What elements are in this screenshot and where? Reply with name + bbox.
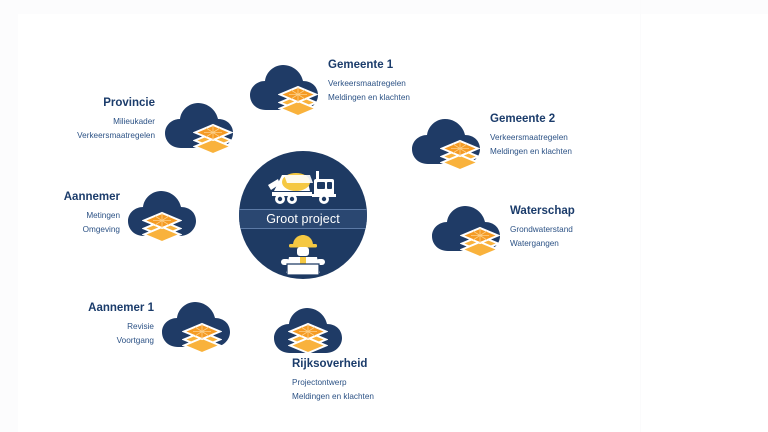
cloud-data-stack-icon — [126, 188, 198, 244]
node-gemeente-1-labels: Gemeente 1 Verkeersmaatregelen Meldingen… — [328, 58, 438, 104]
construction-worker-icon — [281, 235, 325, 276]
node-item: Meldingen en klachten — [490, 146, 572, 156]
cloud-data-stack-icon — [272, 305, 344, 357]
background-guide — [640, 0, 641, 432]
data-stack-icon — [193, 123, 233, 156]
node-title: Waterschap — [510, 205, 575, 217]
node-aannemer-1-labels: Aannemer 1 Revisie Voortgang — [62, 301, 154, 347]
node-item: Projectontwerp — [292, 378, 347, 387]
node-item: Voortgang — [116, 335, 154, 345]
node-title: Aannemer 1 — [88, 302, 154, 314]
node-item: Verkeersmaatregelen — [77, 130, 155, 140]
node-title: Provincie — [103, 97, 155, 109]
cloud-data-stack-icon — [430, 203, 502, 259]
node-aannemer-labels: Aannemer Metingen Omgeving — [28, 190, 120, 236]
node-item: Milieukader — [113, 117, 155, 126]
node-title: Gemeente 2 — [490, 113, 556, 125]
data-stack-icon — [288, 322, 328, 355]
node-item: Watergangen — [510, 238, 559, 248]
node-item: Metingen — [86, 211, 120, 220]
cement-mixer-truck-icon — [268, 171, 336, 204]
node-item: Verkeersmaatregelen — [490, 133, 568, 142]
node-title: Rijksoverheid — [292, 358, 368, 370]
data-stack-icon — [278, 85, 318, 118]
node-item: Verkeersmaatregelen — [328, 79, 406, 88]
data-stack-icon — [182, 322, 222, 355]
node-title: Gemeente 1 — [328, 59, 394, 71]
node-item: Meldingen en klachten — [292, 391, 374, 401]
hub-band-top-line — [239, 209, 367, 210]
data-stack-icon — [440, 139, 480, 172]
node-item: Meldingen en klachten — [328, 92, 410, 102]
cloud-data-stack-icon — [160, 299, 232, 355]
data-stack-icon — [460, 226, 500, 259]
node-item: Revisie — [127, 322, 154, 331]
background-guide — [0, 0, 768, 14]
node-provincie-labels: Provincie Milieukader Verkeersmaatregele… — [55, 96, 155, 142]
cloud-data-stack-icon — [410, 116, 482, 172]
data-stack-icon — [142, 211, 182, 244]
node-item: Grondwaterstand — [510, 225, 573, 234]
node-waterschap-labels: Waterschap Grondwaterstand Watergangen — [510, 204, 620, 250]
node-title: Aannemer — [63, 191, 120, 203]
node-rijksoverheid-labels: Rijksoverheid Projectontwerp Meldingen e… — [292, 357, 422, 403]
background-guide — [0, 0, 18, 432]
node-gemeente-2-labels: Gemeente 2 Verkeersmaatregelen Meldingen… — [490, 112, 605, 158]
hub-label-band-fill — [239, 209, 367, 229]
hub-label: Groot project — [266, 212, 340, 226]
node-item: Omgeving — [82, 224, 120, 234]
cloud-data-stack-icon — [248, 62, 320, 118]
hub-band-bottom-line — [239, 228, 367, 229]
central-hub[interactable]: Groot project — [239, 151, 367, 279]
cloud-data-stack-icon — [163, 100, 235, 156]
